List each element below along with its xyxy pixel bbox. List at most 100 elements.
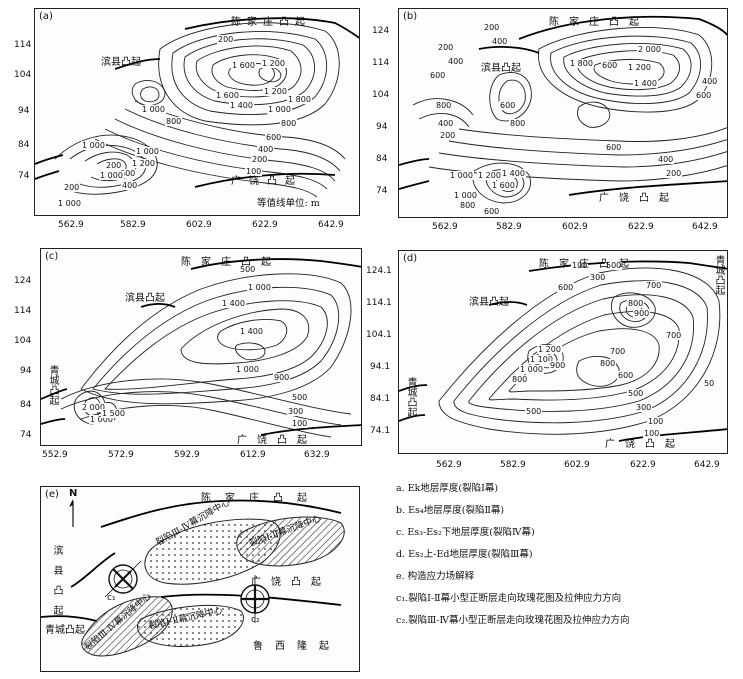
panel-c-label: (c): [45, 251, 59, 262]
contour-label: 100: [643, 429, 661, 438]
region-chenjiazhuang-uplift: 陈家庄凸起: [539, 259, 639, 270]
panel-d-contours: [399, 260, 727, 442]
contour-label: 1 400: [221, 299, 246, 308]
region-binxian-uplift: 滨县凸起: [101, 57, 141, 68]
contour-label: 300: [287, 407, 305, 416]
x-tick: 592.9: [174, 450, 200, 460]
contour-label: 1 000: [235, 365, 260, 374]
panel-d-thickness-map: (d) 100 300 500 600 700 800 900 1 200 1 …: [398, 250, 728, 454]
region-qingcheng-uplift-west: 青城凸起: [405, 377, 416, 417]
contour-label: 600: [265, 133, 283, 142]
panel-d-label: (d): [403, 253, 418, 264]
panel-a-thickness-map: (a) 200: [34, 8, 360, 216]
legend-item-d: d. Es₂上-Ed地层厚度(裂陷Ⅲ幕): [396, 549, 533, 560]
legend-item-e: e. 构造应力场解释: [396, 571, 475, 582]
region-chenjiazhuang-uplift: 陈家庄凸起: [181, 257, 281, 268]
contour-label: 600: [605, 143, 623, 152]
y-tick: 94: [18, 106, 30, 116]
x-tick: 642.9: [318, 220, 344, 230]
contour-label: 300: [589, 273, 607, 282]
contour-label: 1 000: [267, 105, 292, 114]
contour-label: 1 600: [491, 181, 516, 190]
contour-label: 700: [665, 331, 683, 340]
contour-label: 200: [217, 35, 235, 44]
region-binxian-uplift: 滨县凸起: [469, 297, 509, 308]
y-tick: 114: [372, 58, 390, 68]
y-tick: 114: [14, 40, 32, 50]
panel-b-label: (b): [403, 11, 418, 22]
contour-label: 500: [525, 407, 543, 416]
contour-label: 400: [701, 77, 719, 86]
region-luxi-uplift: 鲁西隆起: [253, 641, 341, 652]
north-label: N: [69, 488, 78, 499]
contour-label: 600: [601, 61, 619, 70]
y-tick: 114.1: [366, 298, 392, 308]
contour-label: 2 000: [637, 45, 662, 54]
contour-label: 600: [119, 169, 137, 178]
region-guangrao-uplift: 广饶凸起: [599, 193, 679, 204]
y-tick: 124.1: [366, 266, 392, 276]
contour-label: 200: [483, 23, 501, 32]
contour-label: 400: [491, 37, 509, 46]
contour-label: 800: [599, 359, 617, 368]
y-tick: 94.1: [370, 362, 391, 372]
y-tick: 124: [14, 276, 32, 286]
y-tick: 74: [20, 430, 32, 440]
contour-label: 800: [511, 375, 529, 384]
contour-label: 1 500: [101, 409, 126, 418]
y-tick: 84: [20, 400, 32, 410]
rose-label-c2: c₂: [251, 615, 260, 625]
region-qingcheng-uplift: 青城凸起: [47, 365, 58, 405]
y-tick: 74.1: [370, 426, 391, 436]
contour-label: 300: [635, 403, 653, 412]
x-tick: 562.9: [58, 220, 84, 230]
y-tick: 94: [376, 122, 388, 132]
x-tick: 562.9: [436, 460, 462, 470]
contour-label: 500: [605, 261, 623, 270]
contour-label: 500: [239, 265, 257, 274]
region-binxian-uplift: 滨县凸起: [481, 63, 521, 74]
contour-label: 800: [627, 299, 645, 308]
panel-a-label: (a): [39, 11, 53, 22]
contour-label: 200: [63, 183, 81, 192]
contour-label: 600: [557, 283, 575, 292]
contour-label: 600: [483, 207, 501, 216]
contour-label: 1 000: [247, 283, 272, 292]
contour-label: 1 000: [141, 105, 166, 114]
contour-label: 900: [273, 373, 291, 382]
contour-label: 400: [437, 119, 455, 128]
legend-item-c: c. Es₃-Es₂下地层厚度(裂陷Ⅳ幕): [396, 527, 535, 538]
contour-label: 1 200: [537, 345, 562, 354]
y-tick: 104: [14, 336, 32, 346]
region-guangrao-uplift: 广饶凸起: [237, 435, 317, 446]
contour-label: 500: [627, 389, 645, 398]
contour-label: 1 800: [287, 95, 312, 104]
contour-label: 1 600: [231, 61, 256, 70]
x-tick: 622.9: [628, 222, 654, 232]
contour-label: 800: [509, 119, 527, 128]
x-tick: 632.9: [304, 450, 330, 460]
y-tick: 124: [372, 26, 390, 36]
x-tick: 602.9: [564, 460, 590, 470]
contour-label: 100: [571, 261, 589, 270]
region-guangrao-uplift: 广饶凸起: [231, 176, 303, 187]
contour-label: 200: [439, 131, 457, 140]
legend-item-c2: c₂.裂陷Ⅲ-Ⅳ幕小型正断层走向玫瑰花图及拉伸应力方向: [396, 615, 630, 626]
contour-label: 400: [447, 57, 465, 66]
contour-unit-note: 等值线单位: m: [257, 198, 320, 209]
x-tick: 552.9: [42, 450, 68, 460]
x-tick: 582.9: [496, 222, 522, 232]
x-tick: 642.9: [692, 222, 718, 232]
x-tick: 572.9: [108, 450, 134, 460]
panel-e-label: (e): [45, 489, 59, 500]
y-tick: 114: [14, 306, 32, 316]
y-tick: 74: [18, 171, 30, 181]
y-tick: 84: [376, 154, 388, 164]
y-tick: 104: [14, 70, 32, 80]
contour-label: 800: [165, 117, 183, 126]
legend-item-c1: c₁.裂陷Ⅰ-Ⅱ幕小型正断层走向玫瑰花图及拉伸应力方向: [396, 593, 622, 604]
contour-label: 1 400: [229, 101, 254, 110]
contour-label: 1 200: [627, 63, 652, 72]
contour-label: 1 000: [449, 171, 474, 180]
contour-label: 100: [291, 419, 309, 428]
